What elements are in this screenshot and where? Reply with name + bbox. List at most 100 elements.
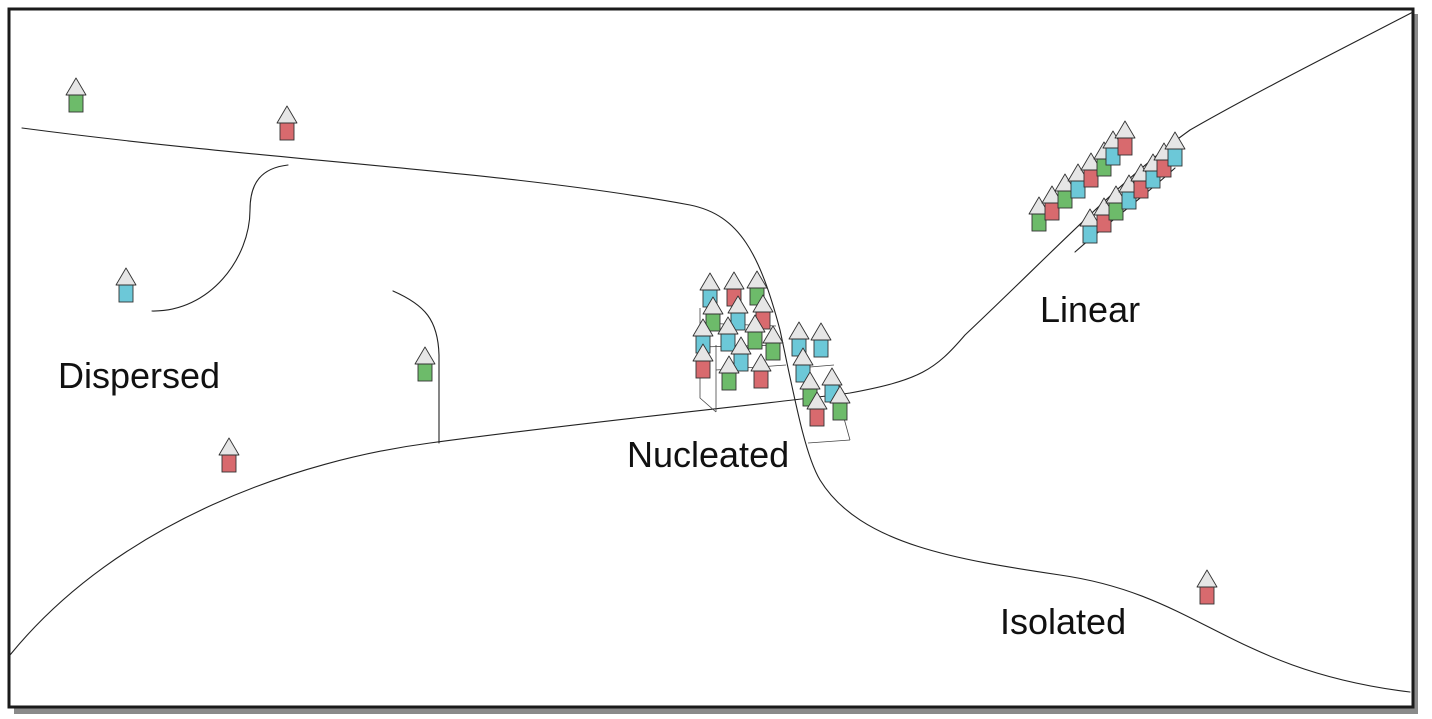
house-roof — [414, 346, 436, 365]
house-wall — [1031, 213, 1047, 232]
house-icon — [1080, 152, 1102, 188]
house-roof — [788, 321, 810, 340]
house-icon — [727, 295, 749, 331]
house-icon — [1079, 208, 1101, 244]
house-wall — [695, 360, 711, 379]
house-wall — [1083, 169, 1099, 188]
house-wall — [753, 370, 769, 389]
house-icon — [65, 77, 87, 113]
road-north — [21, 127, 1411, 693]
house-roof — [718, 355, 740, 374]
label-dispersed: Dispersed — [58, 355, 220, 396]
house-icon — [718, 355, 740, 391]
house-wall — [118, 284, 134, 303]
road-spur-central — [392, 290, 440, 444]
house-roof — [750, 353, 772, 372]
house-roof — [727, 295, 749, 314]
house-roof — [730, 336, 752, 355]
houses — [65, 77, 1218, 605]
house-icon — [115, 267, 137, 303]
house-icon — [762, 325, 784, 361]
house-wall — [720, 333, 736, 352]
house-roof — [746, 270, 768, 289]
house-wall — [1082, 225, 1098, 244]
house-icon — [1028, 196, 1050, 232]
house-roof — [810, 322, 832, 341]
house-wall — [721, 372, 737, 391]
house-icon — [1164, 131, 1186, 167]
house-icon — [1054, 173, 1076, 209]
label-linear: Linear — [1040, 289, 1140, 330]
house-roof — [799, 371, 821, 390]
house-roof — [1041, 185, 1063, 204]
house-roof — [1054, 173, 1076, 192]
house-roof — [692, 318, 714, 337]
house-wall — [279, 122, 295, 141]
house-icon — [717, 316, 739, 352]
house-wall — [809, 408, 825, 427]
house-wall — [813, 339, 829, 358]
house-icon — [750, 353, 772, 389]
house-wall — [417, 363, 433, 382]
house-roof — [1079, 208, 1101, 227]
house-roof — [276, 105, 298, 124]
house-roof — [1067, 163, 1089, 182]
road-spur-west — [151, 164, 289, 312]
house-icon — [1105, 185, 1127, 221]
house-roof — [806, 391, 828, 410]
house-wall — [1117, 137, 1133, 156]
house-wall — [68, 94, 84, 113]
house-wall — [1108, 202, 1124, 221]
house-roof — [115, 267, 137, 286]
house-roof — [1028, 196, 1050, 215]
label-isolated: Isolated — [1000, 601, 1126, 642]
house-roof — [1114, 120, 1136, 139]
house-roof — [762, 325, 784, 344]
house-wall — [747, 331, 763, 350]
house-wall — [1057, 190, 1073, 209]
house-roof — [1080, 152, 1102, 171]
plot-boundary — [807, 439, 851, 444]
house-wall — [765, 342, 781, 361]
road-south — [9, 11, 1414, 656]
house-icon — [1114, 120, 1136, 156]
house-wall — [221, 454, 237, 473]
house-roof — [218, 437, 240, 456]
house-roof — [792, 347, 814, 366]
pattern-labels: Dispersed Nucleated Linear Isolated — [58, 289, 1140, 642]
house-roof — [723, 271, 745, 290]
house-roof — [829, 385, 851, 404]
house-roof — [699, 272, 721, 291]
house-icon — [810, 322, 832, 358]
house-icon — [1196, 569, 1218, 605]
house-icon — [829, 385, 851, 421]
house-icon — [730, 336, 752, 372]
house-icon — [1041, 185, 1063, 221]
house-roof — [702, 296, 724, 315]
house-wall — [1070, 180, 1086, 199]
house-icon — [414, 346, 436, 382]
house-roof — [1196, 569, 1218, 588]
house-roof — [1105, 185, 1127, 204]
house-roof — [65, 77, 87, 96]
house-icon — [692, 343, 714, 379]
house-icon — [702, 296, 724, 332]
roads — [9, 11, 1414, 693]
label-nucleated: Nucleated — [627, 434, 789, 475]
house-icon — [744, 314, 766, 350]
house-roof — [752, 294, 774, 313]
house-icon — [276, 105, 298, 141]
house-roof — [717, 316, 739, 335]
house-icon — [806, 391, 828, 427]
house-wall — [1167, 148, 1183, 167]
house-wall — [1199, 586, 1215, 605]
house-roof — [692, 343, 714, 362]
house-wall — [1044, 202, 1060, 221]
house-roof — [1164, 131, 1186, 150]
house-roof — [744, 314, 766, 333]
house-icon — [218, 437, 240, 473]
house-icon — [1067, 163, 1089, 199]
house-wall — [832, 402, 848, 421]
